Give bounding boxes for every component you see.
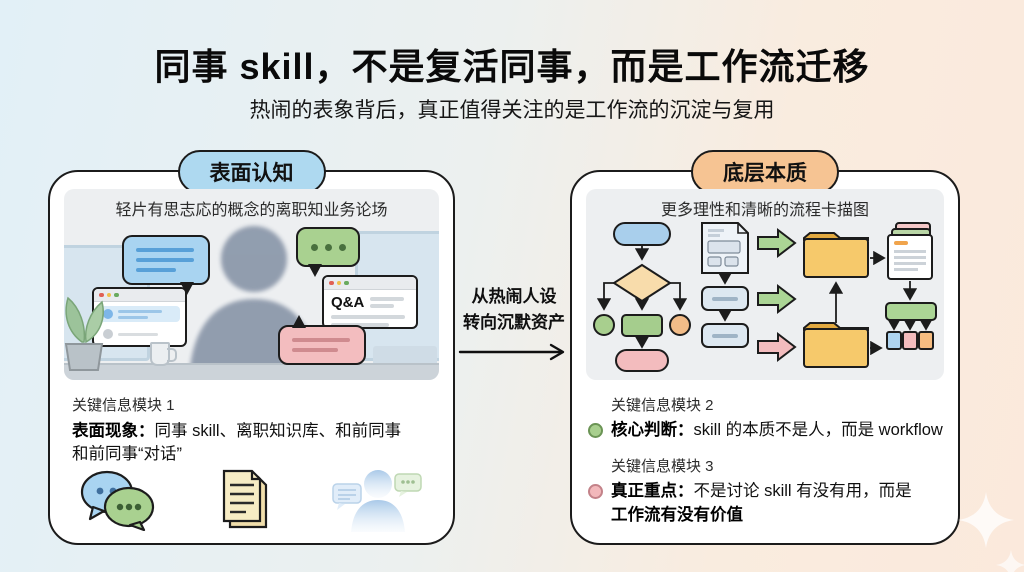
chat-bubbles-icon <box>80 470 155 531</box>
desk <box>64 363 439 380</box>
transition-line-2: 转向沉默资产 <box>463 312 565 332</box>
page-title: 同事 skill，不是复活同事，而是工作流迁移 <box>154 46 870 87</box>
left-icons-row <box>80 467 423 533</box>
qa-label: Q&A <box>331 294 365 311</box>
faded-person-icon <box>332 470 422 532</box>
transition-block: 从热闹人设 转向沉默资产 <box>452 284 576 366</box>
right-illustration-caption: 更多理性和清晰的流程卡描图 <box>660 202 869 219</box>
surface-cognition-badge: 表面认知 <box>177 150 326 194</box>
feed-window-icon <box>92 287 187 347</box>
module-2-label: 关键信息模块 2 <box>611 397 714 414</box>
laptop-icon <box>373 346 437 368</box>
office-scene-illustration: 轻片有思志応的概念的离职知业务论场 <box>64 189 439 380</box>
module-1-label: 关键信息模块 1 <box>72 397 175 414</box>
plant-icon <box>64 296 104 371</box>
left-illustration-caption: 轻片有思志応的概念的离职知业务论场 <box>115 202 388 219</box>
real-focus-point: 真正重点：不是讨论 skill 有没有用，而是 工作流有没有价值 <box>588 480 944 527</box>
module-3-label: 关键信息模块 3 <box>611 458 714 476</box>
pink-speech-bubble-icon <box>278 315 366 365</box>
blue-speech-bubble-icon <box>122 235 210 295</box>
sparkle-icon <box>958 492 1014 548</box>
workflow-flowchart-icon <box>593 222 937 372</box>
surface-cognition-panel: 表面认知 轻片有思志応的概念的离职知业务论场 <box>48 150 455 545</box>
green-bullet-icon <box>588 423 603 438</box>
green-speech-bubble-icon <box>296 227 360 277</box>
flowchart-illustration: 更多理性和清晰的流程卡描图 <box>586 189 944 380</box>
right-panel-text: 关键信息模块 2 核心判断：skill 的本质不是人，而是 workflow 关… <box>588 394 944 527</box>
page-subtitle: 热闹的表象背后，真正值得关注的是工作流的沉淀与复用 <box>249 99 775 122</box>
right-arrow-icon <box>458 343 565 361</box>
pink-bullet-icon <box>588 484 603 500</box>
underlying-essence-badge: 底层本质 <box>691 150 839 194</box>
left-panel-text: 关键信息模块 1 表面现象：同事 skill、离职知识库、和前同事 和前同事“对… <box>72 394 439 467</box>
documents-icon <box>222 469 267 529</box>
qa-window-icon: Q&A <box>322 275 418 329</box>
office-scene: Q&A <box>64 219 439 380</box>
underlying-essence-panel: 底层本质 更多理性和清晰的流程卡描图 <box>570 150 960 545</box>
cup-icon <box>150 342 177 366</box>
core-judgement-point: 核心判断：skill 的本质不是人，而是 workflow <box>588 419 944 442</box>
sparkle-icon <box>996 550 1024 572</box>
transition-line-1: 从热闹人设 <box>471 287 557 306</box>
surface-phenomenon-point: 表面现象：同事 skill、离职知识库、和前同事 和前同事“对话” <box>72 422 402 464</box>
